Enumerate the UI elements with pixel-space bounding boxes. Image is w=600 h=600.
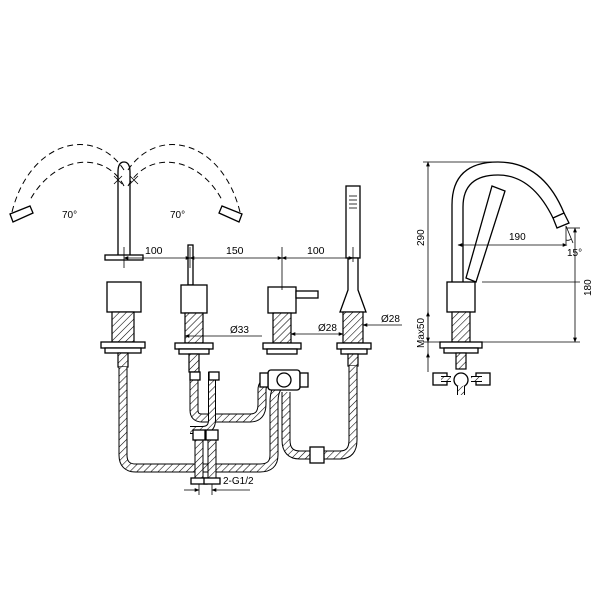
dim-150: 150 [226,245,244,257]
diameter-33: Ø33 [230,325,249,336]
angle-15-label: 15° [567,248,582,259]
angle-right-label: 70° [170,210,185,221]
dim-max50: Max50 [416,318,427,348]
diameter-28-left: Ø28 [318,323,337,334]
dim-290: 290 [416,229,427,246]
mixing-body [189,369,325,485]
front-dimensions: 100 150 100 Ø33 Ø28 Ø28 2-G1/2 [123,245,402,495]
dim-100-right: 100 [307,245,325,257]
side-spout [432,161,570,395]
dim-100-left: 100 [145,245,163,257]
right-valve [262,286,319,355]
dim-190: 190 [509,232,526,243]
side-dimensions: 290 Max50 190 180 15° [416,161,594,372]
front-view: 70° 70° [9,144,402,495]
connection-label: 2-G1/2 [223,476,254,487]
left-valve [174,244,214,373]
dim-180: 180 [583,279,594,296]
spout-unit [100,161,146,368]
spout-swing-arcs: 70° 70° [9,144,243,223]
side-view: 290 Max50 190 180 15° [416,161,594,395]
diameter-28-right: Ø28 [381,314,400,325]
hand-shower [336,185,372,367]
angle-left-label: 70° [62,210,77,221]
